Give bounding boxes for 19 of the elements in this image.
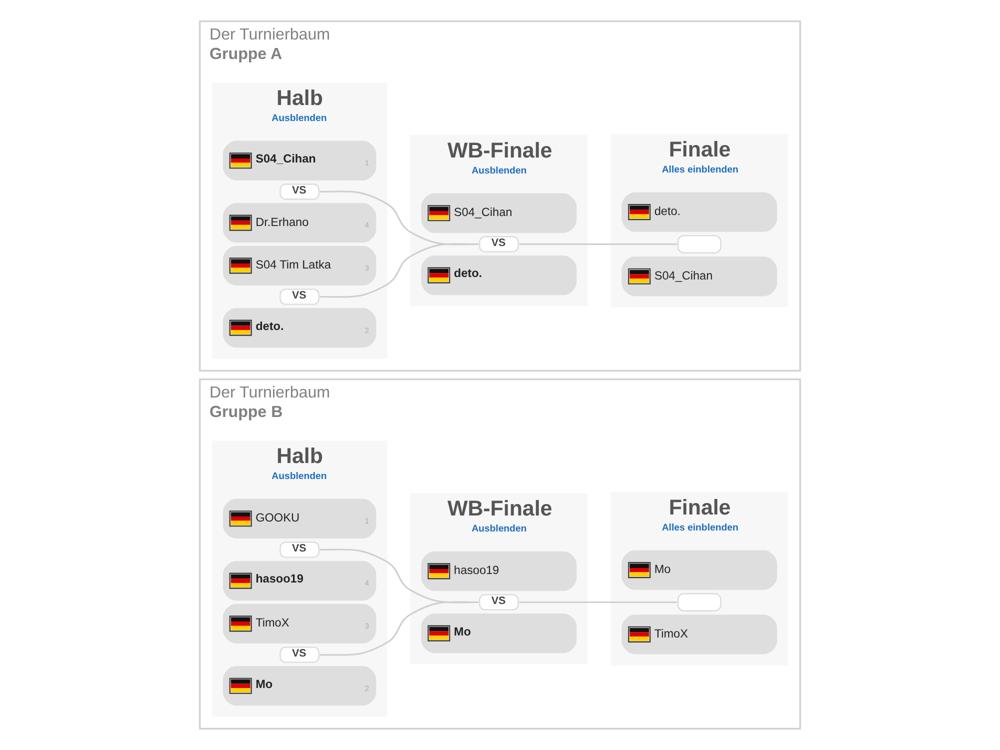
connector [320,243,479,298]
node-box [677,235,722,254]
node-box: S04_Cihan [622,256,778,296]
node-box: Mo [421,614,577,654]
connector [519,243,677,246]
node-box: VS [280,646,320,663]
node-box [677,593,722,612]
node-box: hasoo19 [421,551,577,591]
node-box: Mo [622,550,778,590]
node-box: VS [280,542,320,558]
connector [519,601,677,604]
node-box: TimoX [622,614,778,654]
node-box: S04_Cihan [421,193,577,233]
node-box: deto. [622,192,778,232]
node-box: VS [280,184,320,200]
node-box: VS [479,236,519,252]
node-box: VS [280,288,320,305]
node-box: VS [479,594,519,610]
node-box: deto. [421,255,577,296]
